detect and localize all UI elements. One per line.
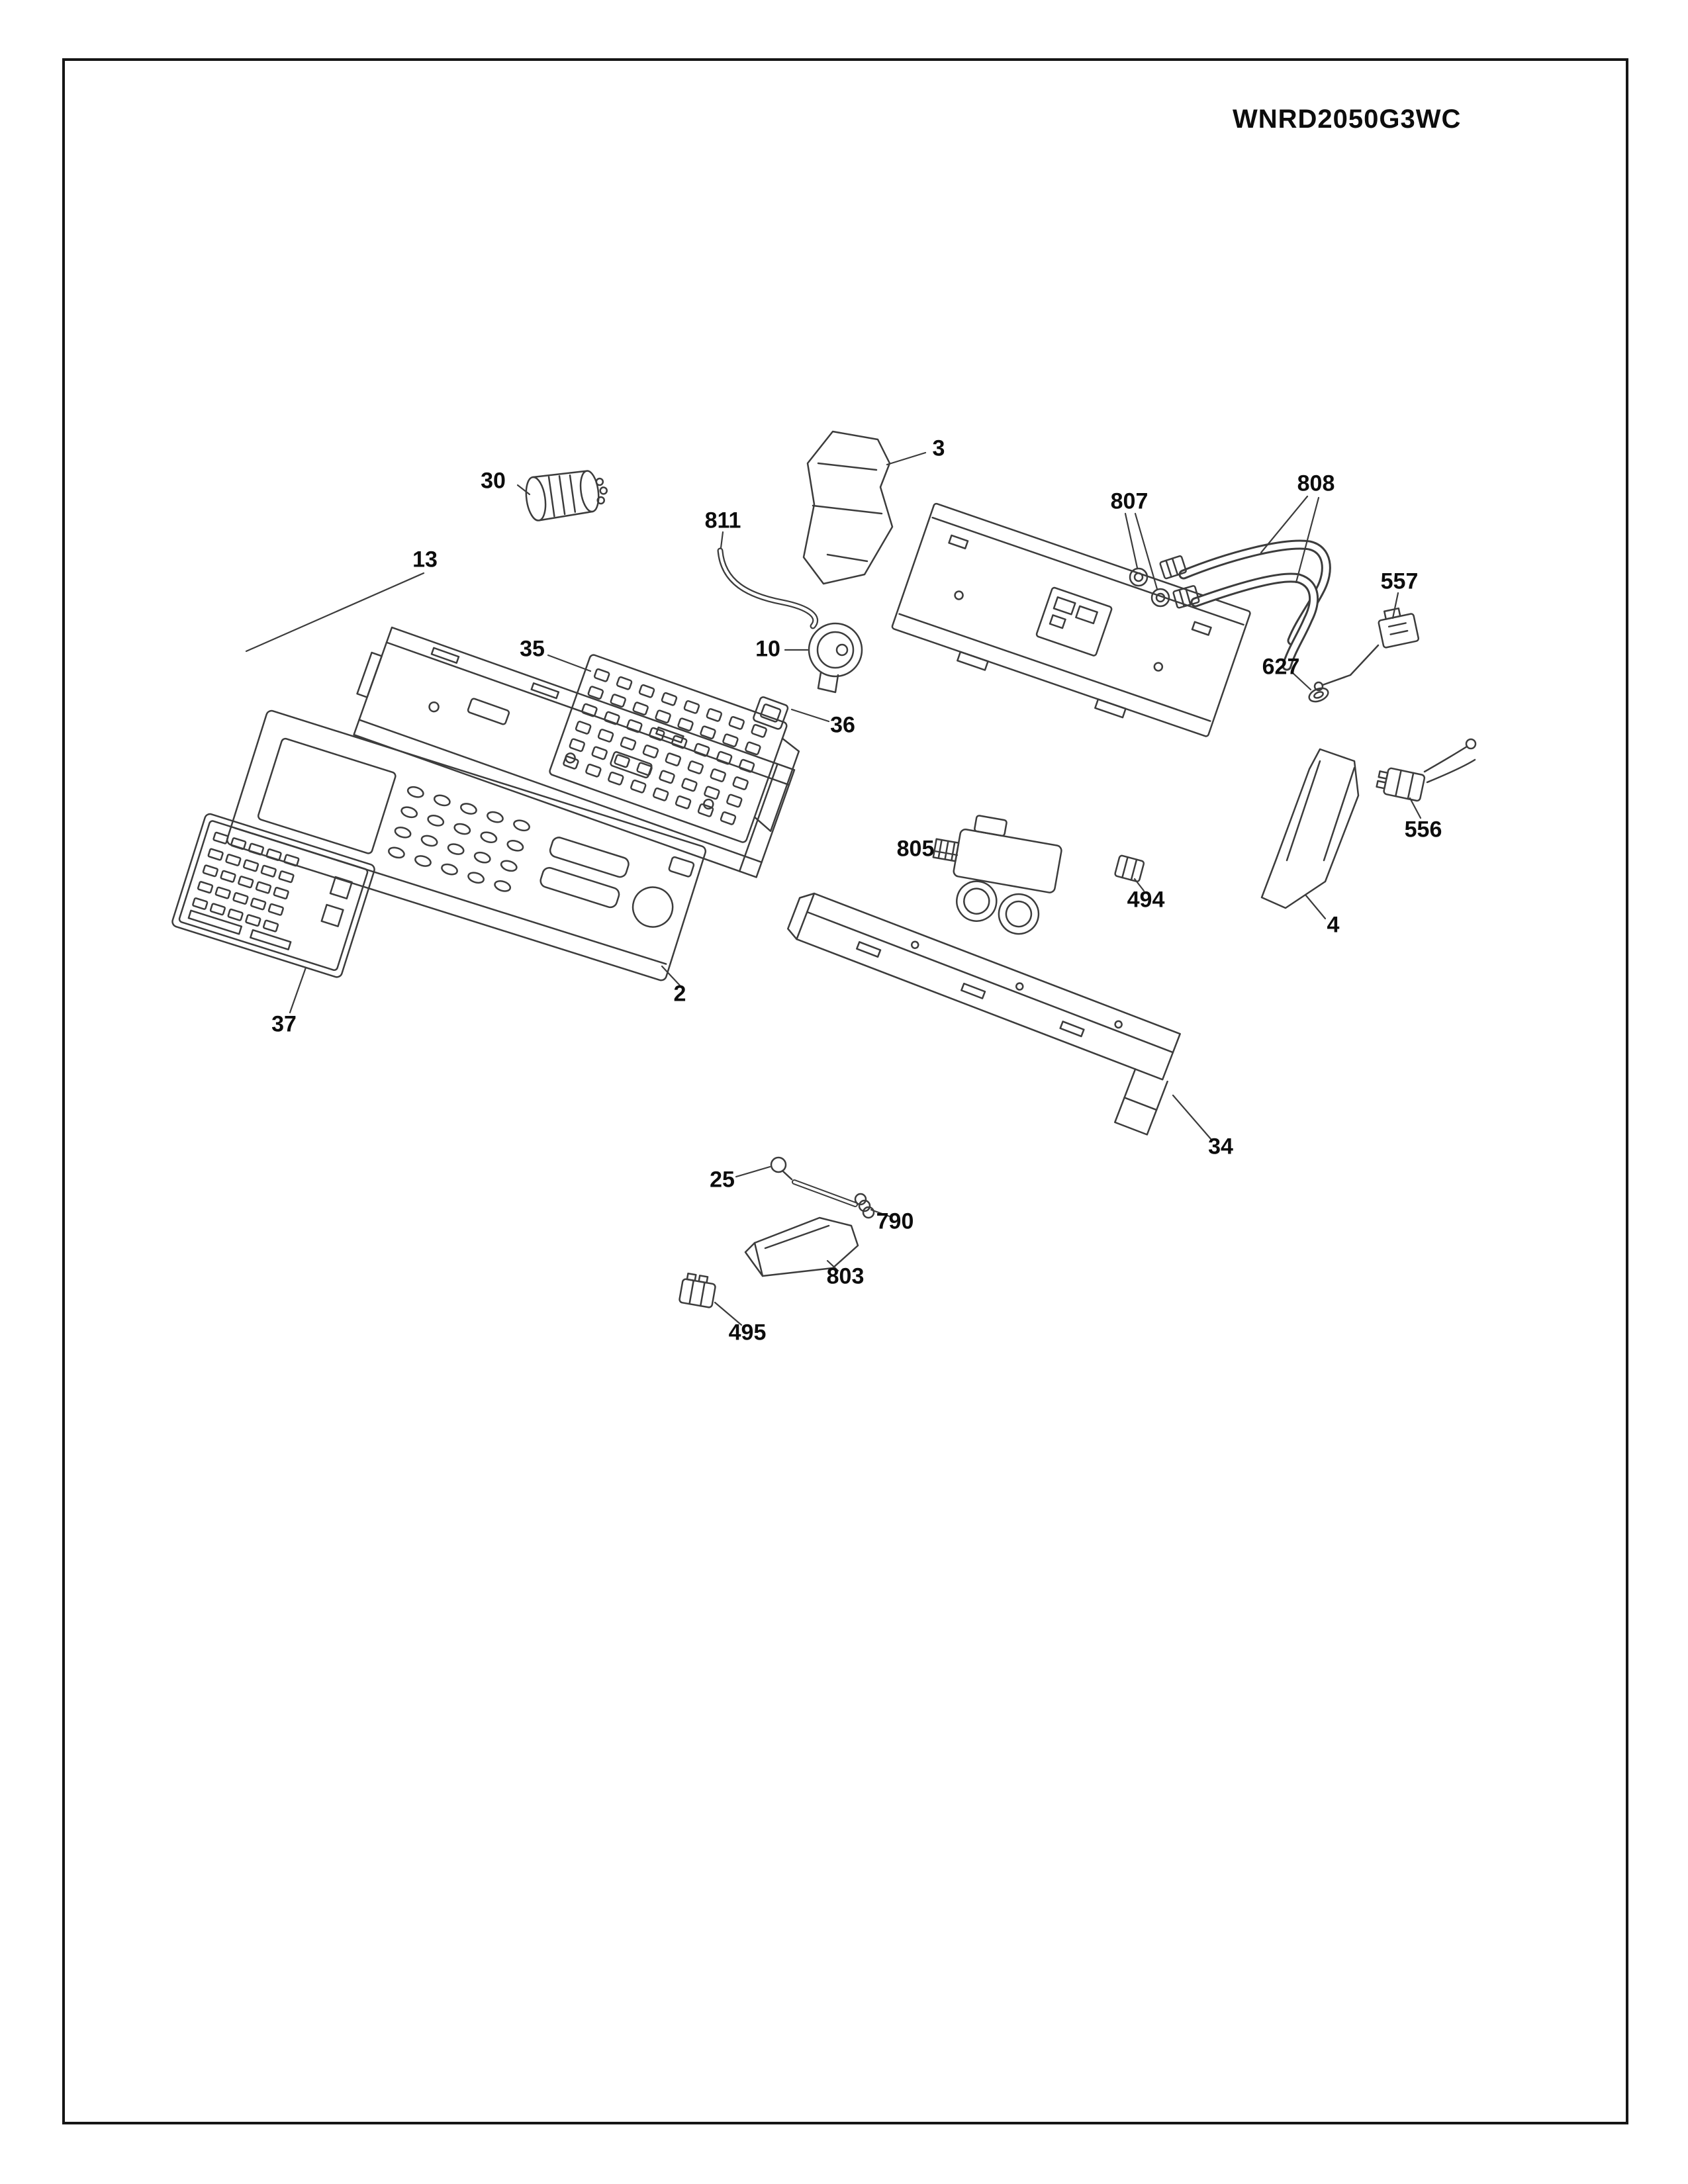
part-30 (525, 470, 608, 522)
callout-790: 790 (876, 1208, 914, 1234)
part-4 (1260, 748, 1360, 909)
part-808 (1159, 539, 1331, 671)
callout-36: 36 (830, 712, 855, 738)
callout-4: 4 (1327, 912, 1340, 938)
callout-556: 556 (1404, 817, 1442, 842)
part-557 (1313, 607, 1420, 692)
part-790 (854, 1193, 875, 1219)
callout-34: 34 (1208, 1134, 1233, 1160)
callout-803: 803 (826, 1263, 865, 1289)
callout-805: 805 (896, 836, 935, 862)
part-805 (932, 815, 1062, 935)
model-number: WNRD2050G3WC (1233, 105, 1462, 134)
callout-37: 37 (271, 1011, 297, 1037)
part-495 (679, 1272, 716, 1308)
part-2 (226, 709, 707, 981)
alignment-line (245, 572, 425, 653)
callout-3: 3 (932, 435, 945, 461)
part-494 (1114, 854, 1145, 883)
callout-30: 30 (481, 468, 506, 494)
callout-811: 811 (704, 508, 741, 533)
callout-627: 627 (1262, 654, 1300, 680)
page-border (62, 58, 1628, 2124)
part-10 (808, 622, 863, 694)
callout-13: 13 (412, 547, 438, 572)
part-13 (353, 626, 796, 878)
callout-557: 557 (1380, 569, 1419, 594)
callout-494: 494 (1127, 887, 1165, 913)
callout-25: 25 (710, 1167, 735, 1193)
leader-lines (289, 451, 1422, 1326)
callout-807: 807 (1110, 488, 1149, 514)
part-36 (753, 696, 789, 730)
callout-808: 808 (1297, 471, 1335, 496)
part-34 (787, 892, 1181, 1136)
part-803 (744, 1216, 859, 1277)
part-37 (171, 813, 375, 978)
part-627 (1308, 687, 1329, 703)
part-811 (717, 547, 819, 629)
callout-2: 2 (673, 981, 686, 1007)
callout-10: 10 (755, 636, 780, 662)
part-35 (549, 654, 800, 843)
part-3 (802, 430, 894, 585)
part-807 (1129, 567, 1170, 608)
part-556 (1376, 738, 1477, 802)
part-rod (792, 1179, 858, 1207)
callout-495: 495 (728, 1320, 767, 1345)
part-rear-panel (891, 502, 1251, 737)
part-25 (770, 1156, 793, 1181)
callout-35: 35 (520, 636, 545, 662)
